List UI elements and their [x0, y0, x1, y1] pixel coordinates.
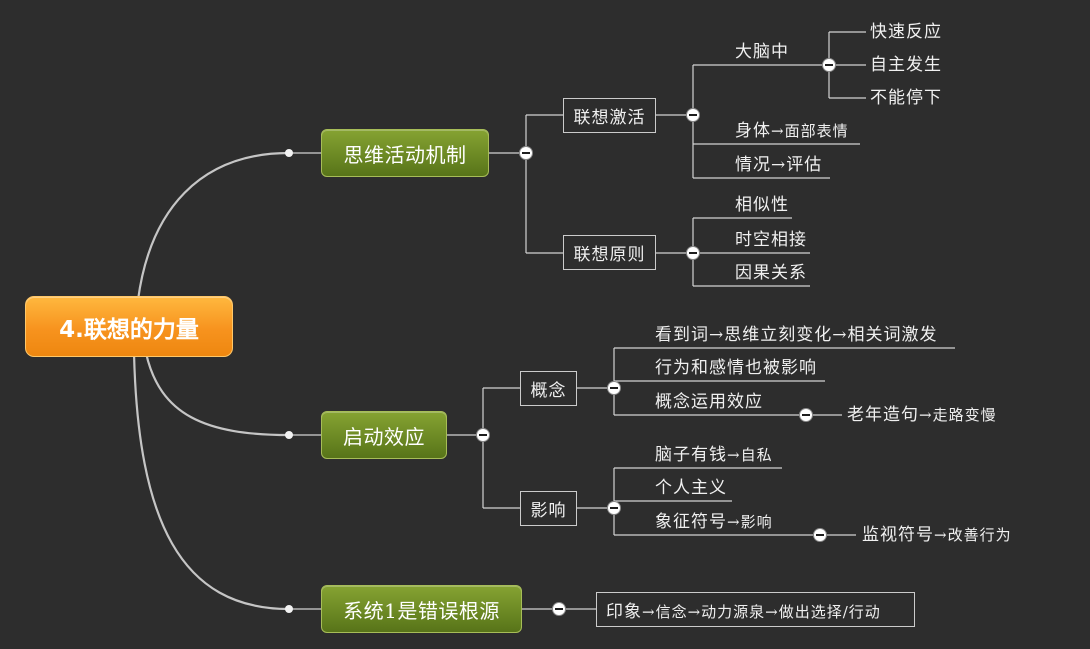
minus-circle-icon: [555, 608, 563, 610]
topic-elderly-sentences[interactable]: 老年造句→走路变慢: [847, 404, 997, 426]
main-topic-priming-effect[interactable]: 启动效应: [321, 411, 447, 459]
topic-body-facial-expression[interactable]: 身体→面部表情: [735, 120, 849, 142]
minus-circle-icon: [689, 252, 697, 254]
topic-situation-evaluation[interactable]: 情况→评估: [735, 154, 822, 176]
topic-surveillance-symbols[interactable]: 监视符号→改善行为: [862, 524, 1012, 546]
topic-label: 相似性: [735, 195, 789, 215]
topic-label: 老年造句: [847, 405, 919, 425]
subtopic-influence[interactable]: 影响: [520, 491, 577, 526]
branch-curve-system1: [132, 351, 291, 611]
topic-detail: →改善行为: [934, 526, 1012, 544]
topic-symbols[interactable]: 象征符号→影响: [655, 511, 773, 533]
topic-text: 印象→信念→动力源泉→做出选择/行动: [606, 597, 881, 622]
collapse-toggle-symbols[interactable]: [813, 528, 827, 542]
topic-detail: →面部表情: [771, 122, 849, 140]
topic-label: 象征符号: [655, 512, 727, 532]
dot-icon: [285, 605, 293, 613]
minus-circle-icon: [816, 534, 824, 536]
topic-word-seeing[interactable]: 看到词→思维立刻变化→相关词激发: [655, 324, 938, 346]
topic-automatic[interactable]: 自主发生: [870, 54, 942, 76]
subtopic-impression-chain[interactable]: 印象→信念→动力源泉→做出选择/行动: [596, 592, 915, 627]
branch-curve-thinking-mechanism: [136, 151, 291, 302]
topic-label: 快速反应: [870, 22, 942, 42]
topic-label: 个人主义: [655, 478, 727, 498]
topic-similarity[interactable]: 相似性: [735, 194, 789, 216]
topic-behavior-emotion[interactable]: 行为和感情也被影响: [655, 357, 817, 379]
topic-label: 身体: [735, 121, 771, 141]
minus-circle-icon: [522, 152, 530, 154]
branch-curve-priming-effect: [144, 351, 291, 437]
topic-label: 行为和感情也被影响: [655, 358, 817, 378]
minus-circle-icon: [802, 414, 810, 416]
dot-icon: [285, 431, 293, 439]
topic-label: 联想原则: [573, 245, 646, 265]
topic-contiguity[interactable]: 时空相接: [735, 229, 807, 251]
collapse-toggle-in-brain[interactable]: [822, 58, 836, 72]
minus-circle-icon: [479, 434, 487, 436]
collapse-toggle-system1[interactable]: [552, 602, 566, 616]
topic-label: 监视符号: [862, 525, 934, 545]
topic-in-brain[interactable]: 大脑中: [735, 41, 789, 63]
topic-label: 因果关系: [735, 263, 807, 283]
main-topic-system1-error-source[interactable]: 系统1是错误根源: [321, 585, 522, 633]
collapse-toggle-priming-effect[interactable]: [476, 428, 490, 442]
topic-cannot-stop[interactable]: 不能停下: [870, 87, 942, 109]
topic-individualism[interactable]: 个人主义: [655, 477, 727, 499]
dot-icon: [285, 149, 293, 157]
minus-circle-icon: [825, 64, 833, 66]
collapse-toggle-thinking-mechanism[interactable]: [519, 146, 533, 160]
topic-causality[interactable]: 因果关系: [735, 262, 807, 284]
topic-detail: →信念→动力源泉→做出选择/行动: [642, 603, 881, 621]
topic-money-selfish[interactable]: 脑子有钱→自私: [655, 444, 773, 466]
subtopic-association-principles[interactable]: 联想原则: [563, 235, 656, 270]
subtopic-concept[interactable]: 概念: [520, 371, 577, 406]
topic-label: 系统1是错误根源: [343, 598, 500, 623]
topic-label: 不能停下: [870, 88, 942, 108]
topic-label: 自主发生: [870, 55, 942, 75]
collapse-toggle-concept[interactable]: [607, 381, 621, 395]
minus-circle-icon: [610, 387, 618, 389]
collapse-toggle-concept-use-effect[interactable]: [799, 408, 813, 422]
connectors-priming-effect: [289, 347, 955, 536]
topic-label: 影响: [530, 501, 567, 521]
collapse-toggle-influence[interactable]: [607, 501, 621, 515]
minus-circle-icon: [610, 507, 618, 509]
topic-label: 脑子有钱: [655, 445, 727, 465]
topic-label: 启动效应: [343, 424, 425, 449]
collapse-toggle-association-activation[interactable]: [686, 108, 700, 122]
collapse-toggle-association-principles[interactable]: [686, 246, 700, 260]
topic-label: 看到词→思维立刻变化→相关词激发: [655, 325, 938, 345]
topic-label: 概念运用效应: [655, 392, 763, 412]
central-topic[interactable]: 4.联想的力量: [25, 296, 233, 357]
topic-label: 印象: [606, 602, 642, 622]
subtopic-association-activation[interactable]: 联想激活: [563, 98, 656, 133]
topic-detail: →走路变慢: [919, 406, 997, 424]
main-topic-thinking-mechanism[interactable]: 思维活动机制: [321, 129, 489, 177]
topic-concept-use-effect[interactable]: 概念运用效应: [655, 391, 763, 413]
topic-fast-reaction[interactable]: 快速反应: [870, 21, 942, 43]
topic-label: 时空相接: [735, 230, 807, 250]
topic-label: 思维活动机制: [343, 142, 467, 167]
topic-label: 情况→评估: [735, 155, 823, 175]
central-topic-label: 4.联想的力量: [59, 316, 199, 343]
topic-label: 大脑中: [735, 42, 789, 62]
topic-detail: →影响: [727, 513, 773, 531]
topic-label: 联想激活: [573, 108, 646, 128]
topic-label: 概念: [530, 381, 567, 401]
minus-circle-icon: [689, 114, 697, 116]
topic-detail: →自私: [727, 446, 773, 464]
